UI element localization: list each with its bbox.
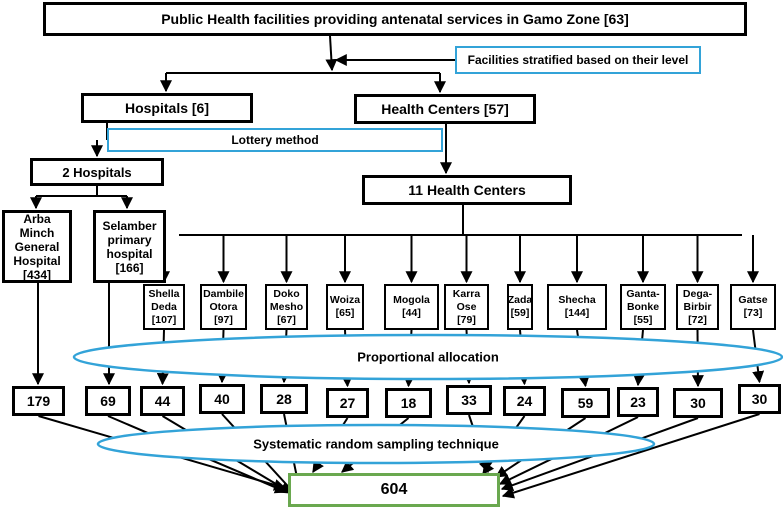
health-center-box-line: Dambile <box>203 287 244 300</box>
health-center-box: Shecha[144] <box>547 284 607 330</box>
total-sample-box: 604 <box>288 473 500 507</box>
sample-size-box: 28 <box>260 384 308 414</box>
health-center-box-line: [44] <box>402 307 421 319</box>
health-center-box-text: Mogola[44] <box>393 294 430 320</box>
health-center-box: Gatse[73] <box>730 284 776 330</box>
hospital-box-line: primary <box>107 232 152 247</box>
health-center-box: Zada[59] <box>507 284 533 330</box>
health-center-box-line: Ganta- <box>626 287 660 300</box>
health-center-box: Mogola[44] <box>384 284 439 330</box>
health-center-box-line: [73] <box>743 307 763 319</box>
sample-size-box: 18 <box>385 388 432 418</box>
sample-size-box: 69 <box>85 386 131 416</box>
hospital-box-line: hospital <box>106 246 153 261</box>
title-box: Public Health facilities providing anten… <box>43 2 747 36</box>
health-center-box-line: Mesho <box>269 300 304 313</box>
health-center-box-text: Woiza[65] <box>330 294 360 320</box>
hospital-box-line: General <box>14 239 60 254</box>
health-center-box-line: Otora <box>209 300 238 313</box>
health-center-box-line: Gatse <box>738 294 768 306</box>
hospital-box-line: Hospital <box>13 253 61 268</box>
hospitals-box: Hospitals [6] <box>81 93 253 123</box>
hospital-box-line: [434] <box>22 267 51 282</box>
health-center-box-text: Dega-Birbir[72] <box>683 288 712 327</box>
eleven-health-centers-box: 11 Health Centers <box>362 175 572 205</box>
health-center-box-line: Birbir <box>683 300 712 313</box>
sample-size-box: 44 <box>140 386 185 416</box>
sample-size-box: 40 <box>199 384 245 414</box>
sample-size-box: 30 <box>673 388 723 418</box>
health-center-box-line: [67] <box>277 313 296 326</box>
health-center-box-line: Bonke <box>626 300 660 313</box>
sample-size-box: 33 <box>446 385 492 415</box>
health-center-box-line: [72] <box>688 313 707 326</box>
lottery-method-box: Lottery method <box>107 128 443 152</box>
health-center-box-line: [59] <box>510 307 530 319</box>
sample-size-box: 23 <box>617 387 659 417</box>
proportional-label: Proportional allocation <box>357 349 499 365</box>
connector-arrow <box>501 413 760 499</box>
health-center-box-line: Mogola <box>393 294 430 306</box>
health-center-box-text: Shecha[144] <box>558 294 595 320</box>
health-center-box-line: [107] <box>151 313 177 326</box>
connector-arrow <box>325 35 338 72</box>
hospital-box-line: [166] <box>115 260 144 275</box>
proportional-oval <box>72 333 783 381</box>
sample-size-box: 27 <box>326 388 369 418</box>
health-center-box-text: Ganta-Bonke[55] <box>626 288 659 327</box>
health-center-box-line: Shecha <box>558 294 596 306</box>
systematic-label: Systematic random sampling technique <box>253 436 499 452</box>
health-center-box-line: [65] <box>335 307 355 319</box>
sample-size-box: 59 <box>561 388 610 418</box>
hospital-box-line: Selamber <box>102 218 157 233</box>
health-center-box: Ganta-Bonke[55] <box>620 284 666 330</box>
health-center-box-line: Ose <box>456 300 477 313</box>
health-center-box: Dega-Birbir[72] <box>676 284 719 330</box>
hospital-box-line: Arba Minch <box>19 211 55 240</box>
health-center-box-line: Doko <box>273 287 300 300</box>
sample-size-box: 24 <box>503 386 546 416</box>
health-center-box-line: [144] <box>564 307 590 319</box>
two-hospitals-box: 2 Hospitals <box>30 158 164 186</box>
stratified-note-box: Facilities stratified based on their lev… <box>455 46 701 74</box>
health-center-box-line: Deda <box>151 300 177 313</box>
health-center-box-line: [79] <box>457 313 476 326</box>
systematic-oval <box>96 423 656 465</box>
health-center-box-line: Karra <box>452 287 481 300</box>
health-center-box-text: Zada[59] <box>508 294 533 320</box>
health-center-box-line: [97] <box>214 313 233 326</box>
health-center-box: Woiza[65] <box>326 284 364 330</box>
health-center-box-line: Shella <box>148 287 180 300</box>
health-center-box-line: Zada <box>507 294 533 306</box>
health-center-box-text: Gatse[73] <box>738 294 767 320</box>
health-center-box-line: Woiza <box>329 294 361 306</box>
health-centers-box: Health Centers [57] <box>354 94 536 124</box>
sample-size-box: 179 <box>12 386 65 416</box>
sample-size-box: 30 <box>738 384 781 414</box>
health-center-box-line: [55] <box>633 313 653 326</box>
health-center-box-line: Dega- <box>682 287 713 300</box>
